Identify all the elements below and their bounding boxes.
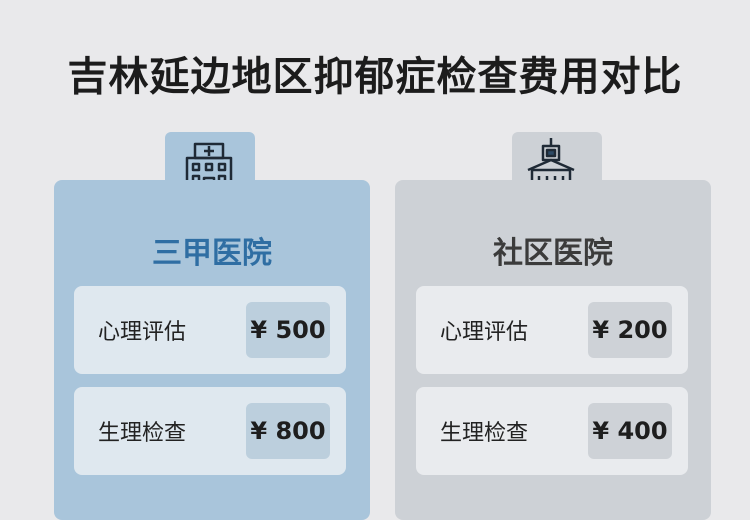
fee-label: 生理检查	[440, 421, 529, 446]
fee-price: ¥ 800	[246, 403, 330, 459]
fee-price: ¥ 200	[588, 302, 672, 358]
fee-label: 心理评估	[98, 320, 187, 345]
fee-row-physical-exam-tertiary: 生理检查 ¥ 800	[74, 387, 346, 475]
fee-label: 生理检查	[98, 421, 187, 446]
card-title-tertiary-hospital: 三甲医院	[152, 236, 272, 271]
fee-row-physical-exam-community: 生理检查 ¥ 400	[416, 387, 688, 475]
fee-label: 心理评估	[440, 320, 529, 345]
fee-price: ¥ 500	[246, 302, 330, 358]
fee-row-psych-assessment-community: 心理评估 ¥ 200	[416, 286, 688, 374]
fee-row-psych-assessment-tertiary: 心理评估 ¥ 500	[74, 286, 346, 374]
fee-price: ¥ 400	[588, 403, 672, 459]
card-title-community-hospital: 社区医院	[493, 236, 613, 271]
page-title: 吉林延边地区抑郁症检查费用对比	[67, 54, 683, 100]
